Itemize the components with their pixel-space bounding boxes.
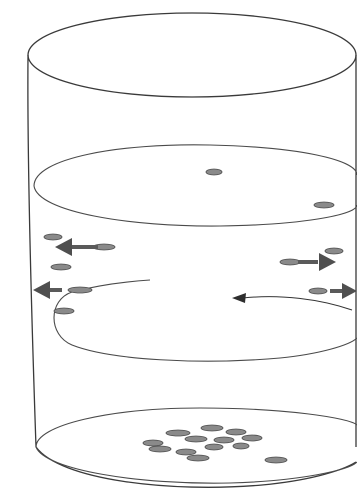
arrow-left-icon [33,281,62,299]
arrow-left-icon [55,238,98,256]
particle [206,169,222,175]
particle [68,287,92,293]
particle [176,449,196,455]
particle [226,429,246,435]
particle [54,308,74,314]
particle [187,455,209,461]
particle [185,436,207,442]
arrow-right-icon [298,253,336,271]
cylinder-top-rim [28,13,356,97]
arrow-right-icon [330,283,357,299]
particle [205,444,223,450]
particle [233,443,249,449]
particle [325,248,343,254]
particle [166,430,190,436]
particle [314,202,334,208]
particle [242,435,262,441]
middle-layer-ellipse [54,292,357,361]
particle [201,425,223,431]
curved-arrow-icon [232,293,352,310]
bottom-layer-ellipse [36,408,357,483]
particle [280,259,300,265]
particle [143,440,163,446]
particle [309,288,327,294]
particle [214,437,234,443]
upper-layer [34,145,357,226]
bottom-layer [36,408,357,483]
particle [265,457,287,463]
particle [149,446,171,452]
particle [44,234,62,240]
particle [51,264,71,270]
upper-layer-ellipse [34,145,357,226]
cylinder-left-wall [28,55,36,447]
cylinder [28,13,356,487]
